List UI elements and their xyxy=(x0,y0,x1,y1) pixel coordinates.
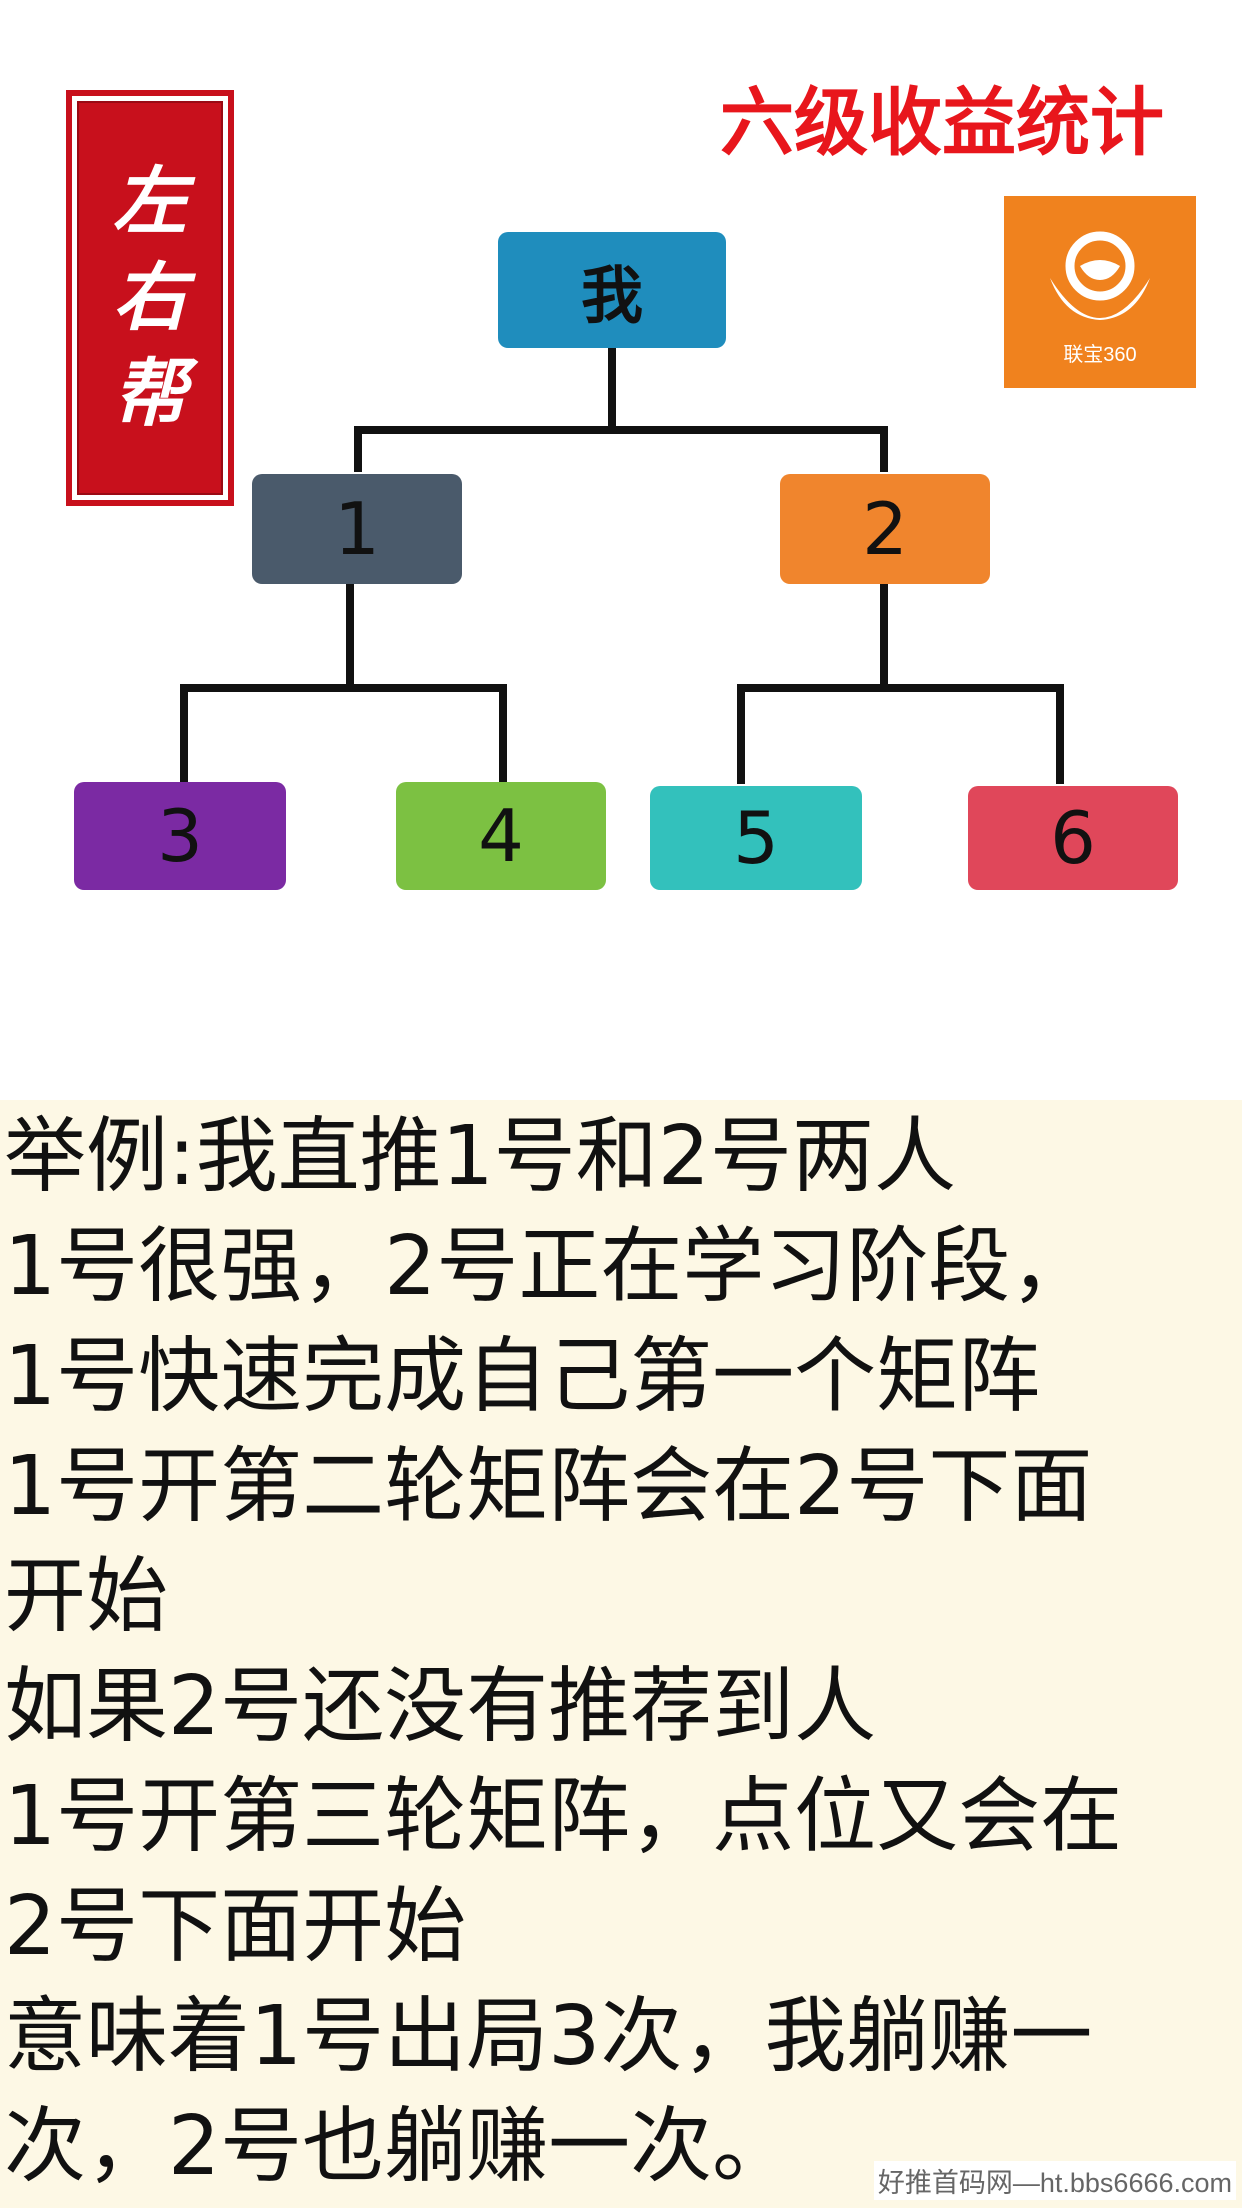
tree-node-1: 1 xyxy=(252,474,462,584)
page-title: 六级收益统计 xyxy=(720,81,1164,164)
tree-node-root: 我 xyxy=(498,232,726,348)
explanation-line: 如果2号还没有推荐到人 xyxy=(4,1659,877,1754)
tree-node-2: 2 xyxy=(780,474,990,584)
explanation-line: 1号开第三轮矩阵，点位又会在 xyxy=(4,1769,1123,1864)
tree-node-5: 5 xyxy=(650,786,862,890)
explanation-line: 意味着1号出局3次，我躺赚一 xyxy=(4,1989,1093,2084)
tree-connectors xyxy=(180,346,1064,784)
explanation-line: 2号下面开始 xyxy=(4,1879,467,1974)
tree-node-4: 4 xyxy=(396,782,606,890)
explanation-line: 1号快速完成自己第一个矩阵 xyxy=(4,1329,1041,1424)
stamp-char: 右 xyxy=(113,255,187,341)
right-connector xyxy=(737,576,1064,784)
stamp-seal: 左 右 帮 xyxy=(66,90,234,506)
app-logo: 联宝360 xyxy=(1004,196,1196,388)
explanation-line: 开始 xyxy=(4,1549,169,1644)
left-connector xyxy=(180,576,507,784)
explanation-line: 1号开第二轮矩阵会在2号下面 xyxy=(4,1439,1093,1534)
stamp-char: 左 xyxy=(113,159,187,245)
explanation-line: 次，2号也躺赚一次。 xyxy=(4,2099,795,2194)
explanation-line: 举例:我直推1号和2号两人 xyxy=(4,1109,956,1204)
tree-node-6: 6 xyxy=(968,786,1178,890)
logo-text: 联宝360 xyxy=(1063,344,1137,366)
stamp-char: 帮 xyxy=(113,351,187,437)
explanation-line: 1号很强，2号正在学习阶段， xyxy=(4,1219,1093,1314)
root-connector xyxy=(354,346,888,472)
watermark: 好推首码网—ht.bbs6666.com xyxy=(873,2161,1236,2200)
ingot-icon xyxy=(1050,231,1150,320)
explanation-panel: 举例:我直推1号和2号两人 1号很强，2号正在学习阶段， 1号快速完成自己第一个… xyxy=(0,1100,1242,2208)
tree-node-3: 3 xyxy=(74,782,286,890)
